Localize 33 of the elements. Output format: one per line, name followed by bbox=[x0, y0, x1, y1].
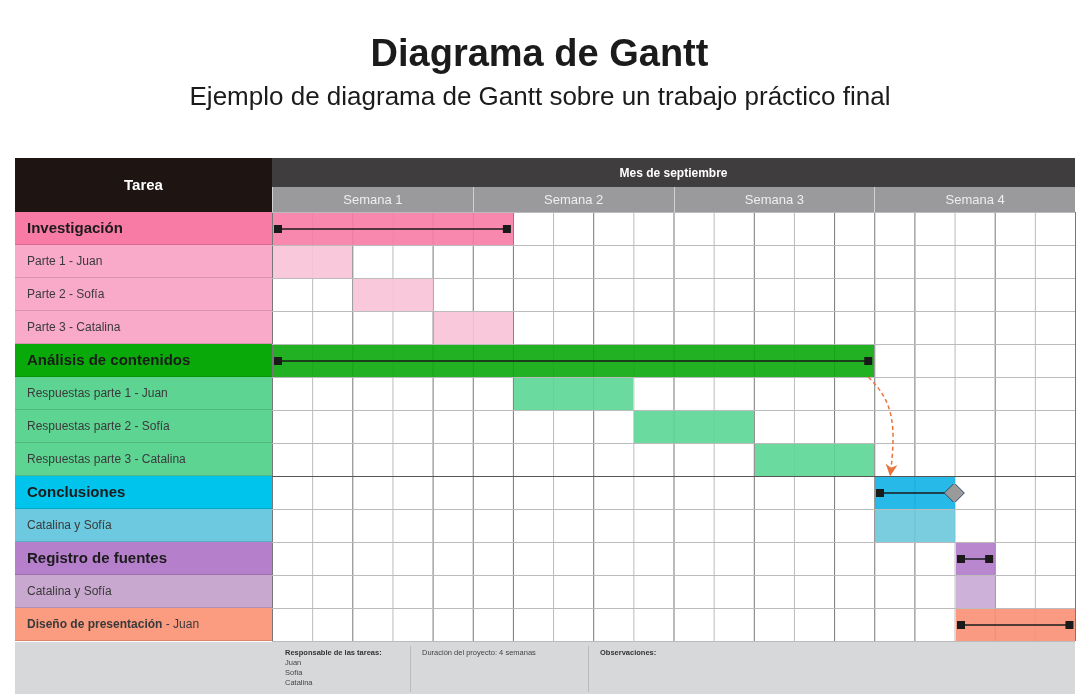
week-header: Semana 4 bbox=[874, 187, 1075, 212]
task-bar bbox=[513, 378, 634, 410]
task-bar bbox=[875, 510, 955, 542]
month-header: Mes de septiembre bbox=[272, 158, 1075, 187]
task-label: Registro de fuentes bbox=[15, 542, 272, 575]
subtitle: Ejemplo de diagrama de Gantt sobre un trabajo práctico final bbox=[188, 80, 892, 112]
task-bar bbox=[634, 411, 754, 443]
week-header: Semana 3 bbox=[673, 187, 875, 212]
task-bar bbox=[273, 246, 353, 278]
task-label: Catalina y Sofía bbox=[15, 509, 272, 542]
task-bar bbox=[273, 345, 875, 377]
task-bar bbox=[433, 312, 513, 344]
title: Diagrama de Gantt bbox=[369, 31, 710, 76]
task-label: Respuestas parte 2 - Sofía bbox=[15, 410, 272, 443]
task-label: Análisis de contenidos bbox=[15, 344, 272, 377]
task-label: Parte 1 - Juan bbox=[15, 245, 272, 278]
dependency-arrow bbox=[867, 376, 898, 477]
task-bar bbox=[273, 213, 513, 245]
task-label: Respuestas parte 1 - Juan bbox=[15, 377, 272, 410]
task-label: Parte 3 - Catalina bbox=[15, 311, 272, 344]
task-bar bbox=[353, 279, 433, 311]
task-label: Conclusiones bbox=[15, 476, 272, 509]
week-header: Semana 1 bbox=[272, 187, 473, 212]
task-label: Catalina y Sofía bbox=[15, 575, 272, 608]
task-bar bbox=[955, 609, 1075, 641]
task-bar bbox=[955, 576, 995, 608]
task-label: Respuestas parte 3 - Catalina bbox=[15, 443, 272, 476]
task-bar bbox=[754, 444, 875, 476]
task-label: Investigación bbox=[15, 212, 272, 245]
task-label: Parte 2 - Sofía bbox=[15, 278, 272, 311]
header-cell: Tarea bbox=[15, 158, 272, 212]
week-header: Semana 2 bbox=[472, 187, 674, 212]
task-label: Diseño de presentación - Juan bbox=[15, 608, 272, 641]
